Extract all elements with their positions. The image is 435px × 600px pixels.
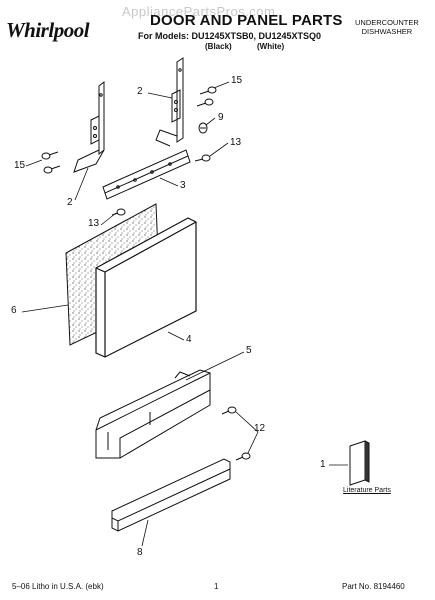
callout-2-lower: 2 (67, 197, 73, 208)
models-line: For Models: DU1245XTSB0, DU1245XTSQ0 (138, 31, 322, 41)
callout-15-upper: 15 (231, 75, 243, 86)
part-4-door-panel (95, 217, 197, 358)
part-15-screws-left (41, 151, 61, 174)
callout-12: 12 (254, 423, 266, 434)
watermark: AppliancePartsPros.com (122, 4, 276, 19)
page-title: DOOR AND PANEL PARTS (150, 12, 343, 29)
part-3-rail (102, 149, 191, 200)
footer-page-number: 1 (214, 582, 219, 591)
part-8-kick-plate (111, 458, 231, 532)
part-9-clip (198, 122, 208, 134)
callout-1: 1 (320, 459, 326, 470)
callout-4: 4 (186, 334, 192, 345)
callout-13-lower: 13 (88, 218, 100, 229)
callout-8: 8 (137, 547, 143, 558)
part-2-left-bracket (73, 80, 105, 173)
variant-black: (Black) (205, 42, 232, 51)
callout-13-upper: 13 (230, 137, 242, 148)
part-15-screws-right (196, 86, 217, 107)
part-13-screw-top (194, 154, 211, 162)
brand-logo: Whirlpool (6, 18, 90, 42)
literature-parts-label: Literature Parts (343, 487, 391, 494)
callout-9: 9 (218, 112, 224, 123)
product-type: UNDERCOUNTER DISHWASHER (355, 18, 419, 36)
footer-part-number: Part No. 8194460 (342, 582, 405, 591)
footer-litho: 5–06 Litho in U.S.A. (ebk) (12, 582, 104, 591)
part-1-literature-booklet (349, 440, 370, 486)
callout-5: 5 (246, 345, 252, 356)
callout-3: 3 (180, 180, 186, 191)
callout-6: 6 (11, 305, 17, 316)
variant-white: (White) (257, 42, 285, 51)
part-12-screws (221, 406, 251, 461)
callout-15-lower: 15 (14, 160, 26, 171)
part-2-right-bracket (155, 57, 184, 147)
product-line-1: UNDERCOUNTER (355, 18, 419, 27)
product-line-2: DISHWASHER (361, 27, 413, 36)
part-5-toe-panel (95, 369, 211, 459)
leader-lines (21, 81, 348, 547)
part-13-screw-mid (111, 208, 126, 216)
callout-2-upper: 2 (137, 86, 143, 97)
